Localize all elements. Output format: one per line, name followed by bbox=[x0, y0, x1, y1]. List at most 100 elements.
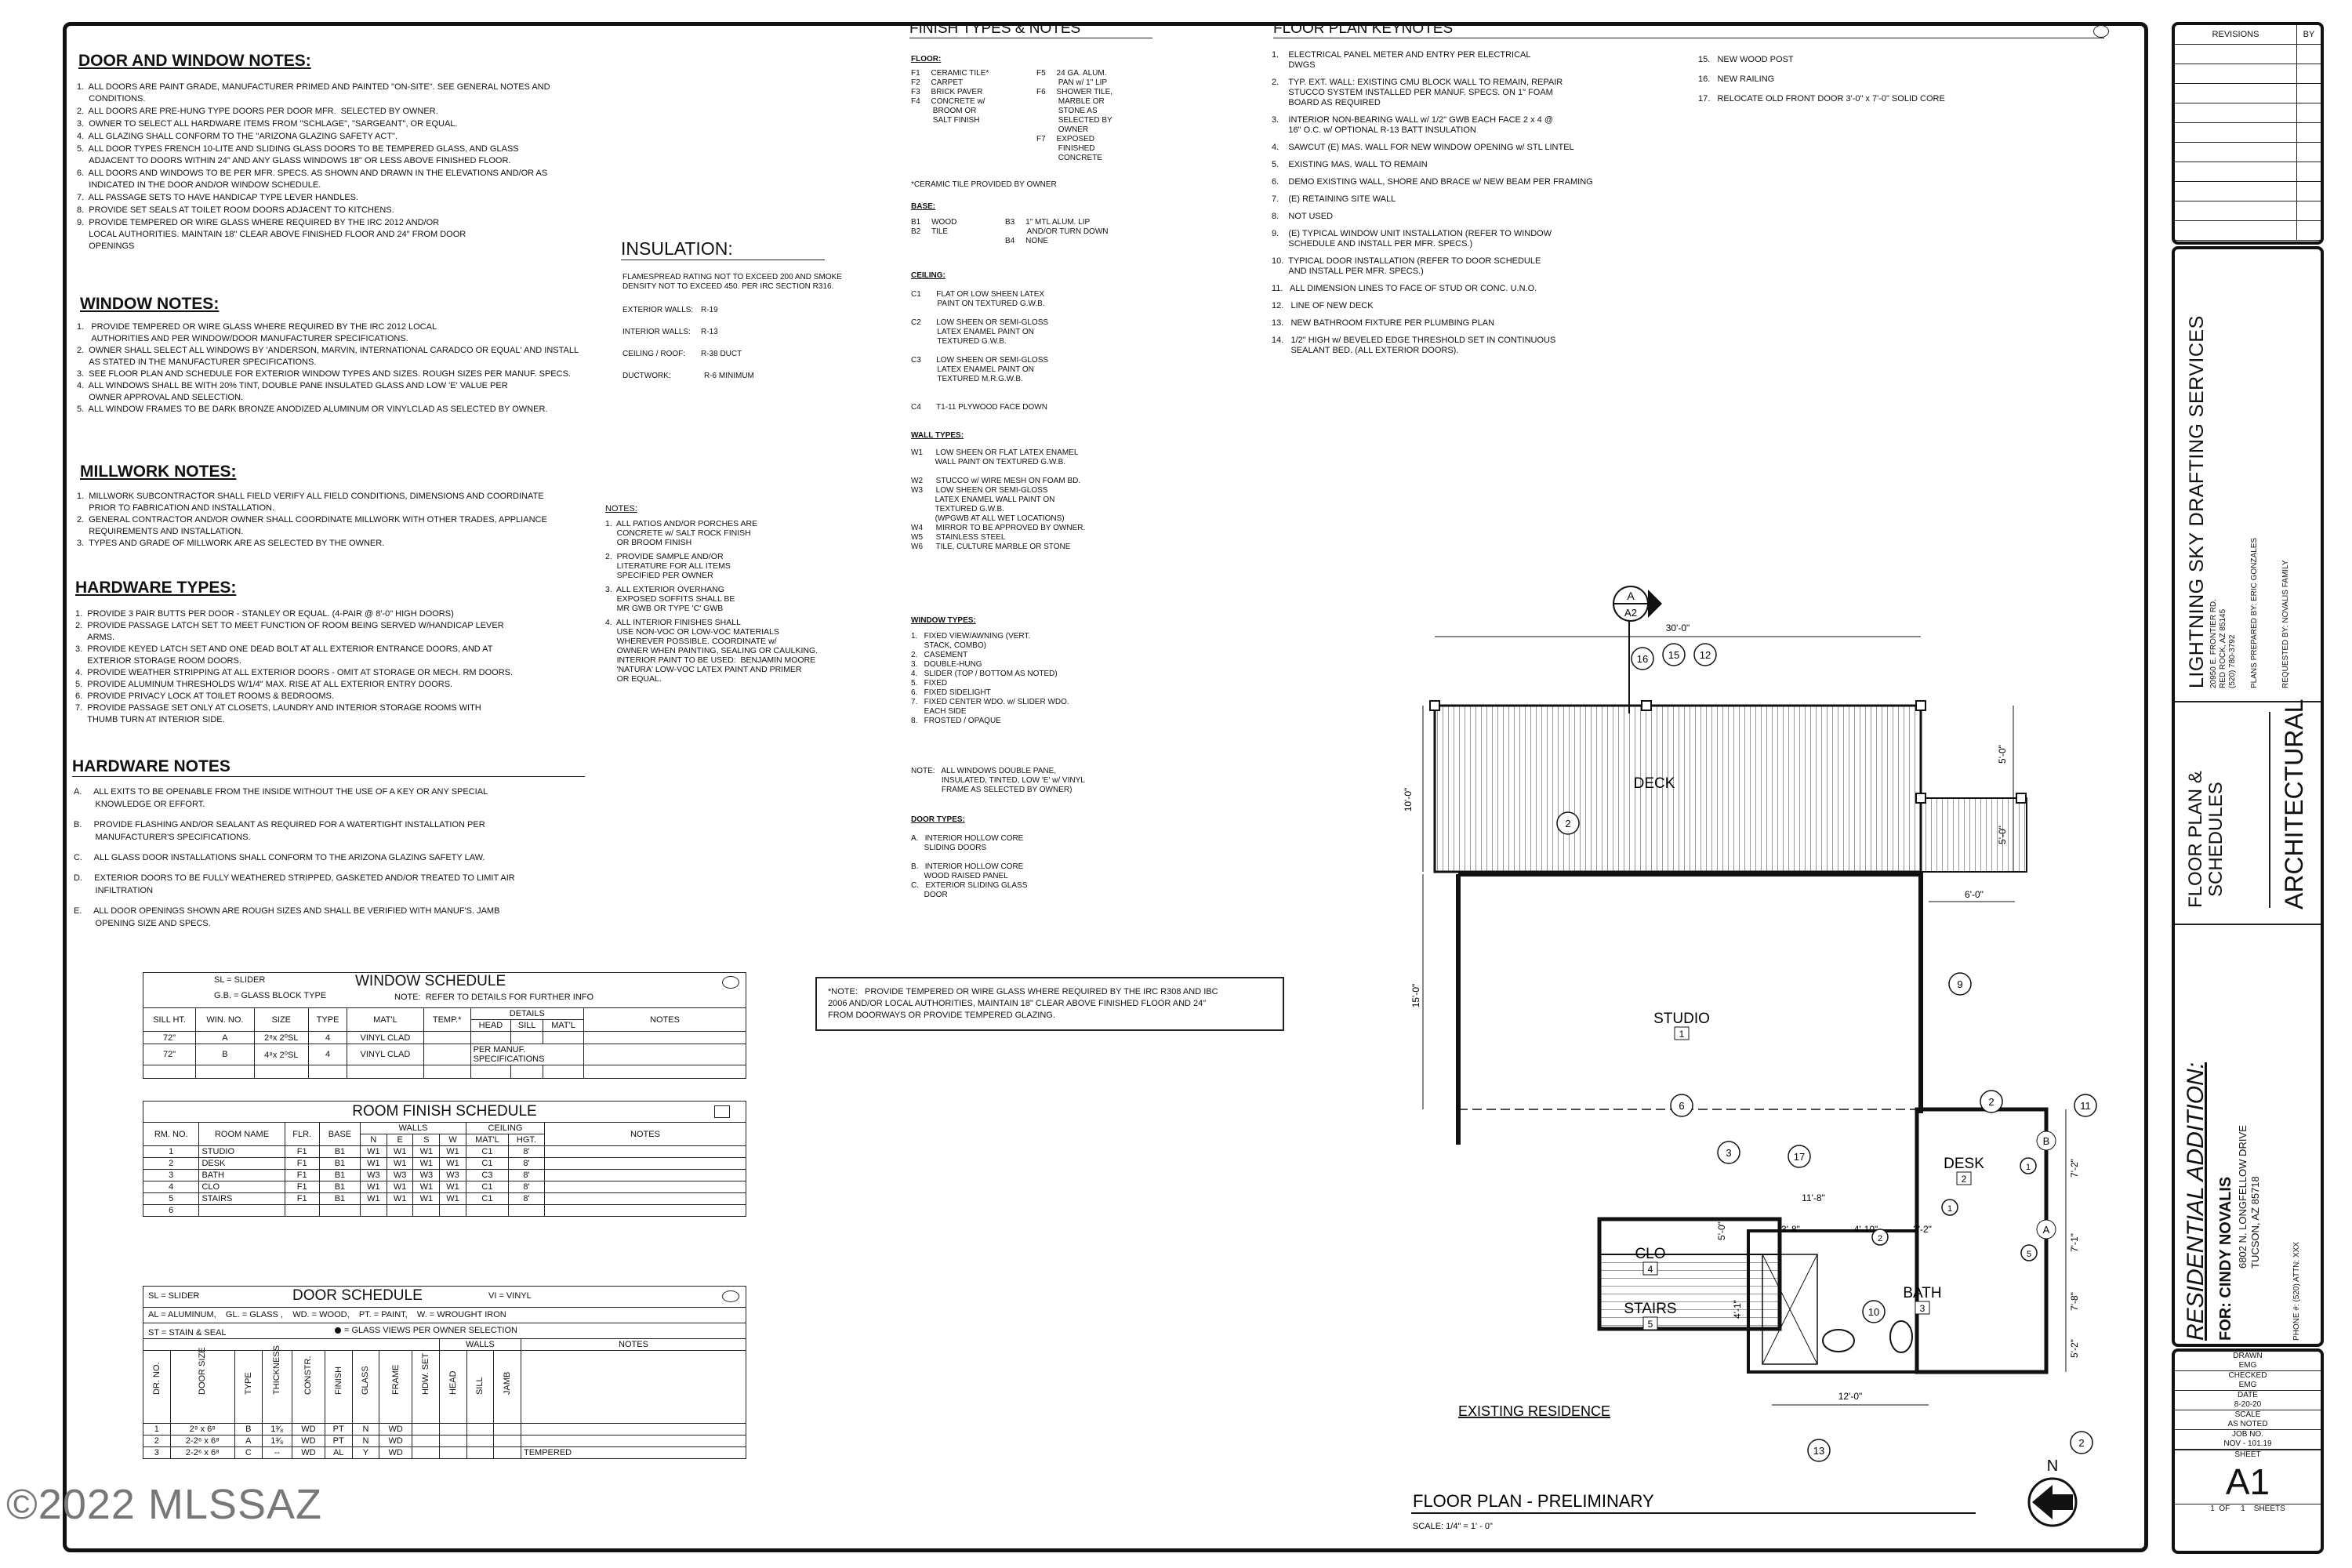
title-block: LIGHTNING SKY DRAFTING SERVICES 20950 E.… bbox=[2172, 246, 2324, 1347]
dimension-label: 4'-1" bbox=[1732, 1300, 1743, 1319]
section-marker: A A2 bbox=[1613, 586, 1662, 713]
rotated-header-label: CONSTR. bbox=[303, 1356, 314, 1396]
column-subheader: S bbox=[412, 1134, 441, 1146]
deck-post bbox=[1915, 700, 1926, 711]
info-value: NOV - 101.19 bbox=[2223, 1439, 2272, 1448]
ceiling-types: C1 FLAT OR LOW SHEEN LATEX PAINT ON TEXT… bbox=[911, 290, 1049, 412]
table-cell: W3 bbox=[360, 1169, 387, 1181]
column-subheader: SILL bbox=[510, 1019, 544, 1032]
deck-post bbox=[2016, 793, 2027, 804]
table-cell bbox=[544, 1181, 746, 1193]
dimension-label: 3'-8" bbox=[1781, 1224, 1800, 1235]
deck-extension bbox=[1920, 797, 2027, 873]
window-types-note: NOTE: ALL WINDOWS DOUBLE PANE, INSULATED… bbox=[911, 767, 1085, 794]
table-cell bbox=[521, 1423, 746, 1436]
table-cell: W1 bbox=[360, 1181, 387, 1193]
column-header: THICKNESS bbox=[261, 1345, 292, 1424]
table-cell bbox=[544, 1145, 746, 1158]
keynote-bubble bbox=[1556, 811, 1580, 835]
info-label: DRAWN bbox=[2233, 1352, 2263, 1360]
info-value: 8-20-20 bbox=[2234, 1400, 2262, 1409]
table-cell bbox=[318, 1204, 361, 1217]
room-finish-box-icon bbox=[714, 1105, 730, 1118]
door-legend-row3: ST = STAIN & SEAL = GLASS VIEWS PER OWNE… bbox=[143, 1323, 746, 1338]
column-header: MAT'L bbox=[347, 1007, 424, 1032]
table-cell: 4⁸x 2⁰SL bbox=[253, 1044, 309, 1065]
base-types-right: B3 1" MTL ALUM. LIP AND/OR TURN DOWN B4 … bbox=[1005, 218, 1109, 245]
door-types-title: DOOR TYPES: bbox=[911, 815, 965, 824]
insulation-title: INSULATION: bbox=[621, 238, 733, 259]
column-header: ROOM NAME bbox=[198, 1122, 285, 1146]
table-cell bbox=[412, 1204, 441, 1217]
keynote-bubble bbox=[1788, 1145, 1811, 1168]
table-cell bbox=[284, 1204, 320, 1217]
table-cell bbox=[544, 1169, 746, 1181]
table-cell: W1 bbox=[439, 1192, 466, 1205]
door-window-note: 1. ALL DOORS ARE PAINT GRADE, MANUFACTUR… bbox=[77, 82, 550, 103]
base-types-title: BASE: bbox=[911, 202, 936, 211]
revision-row bbox=[2175, 201, 2321, 221]
column-header: HEAD bbox=[438, 1350, 467, 1424]
dimension-label: 4'-10" bbox=[1854, 1224, 1878, 1235]
keynote-number: 6 bbox=[1679, 1100, 1684, 1112]
rotated-header-label: THICKNESS bbox=[272, 1345, 282, 1395]
table-cell: W1 bbox=[386, 1181, 414, 1193]
table-cell bbox=[423, 1031, 471, 1044]
hardware-note: E. ALL DOOR OPENINGS SHOWN ARE ROUGH SIZ… bbox=[74, 906, 500, 928]
insulation-row: EXTERIOR WALLS:R-19 bbox=[622, 306, 718, 314]
studio-exterior-wall bbox=[1456, 872, 1923, 1145]
rotated-header-label: FRAME bbox=[390, 1364, 401, 1396]
keynote-bubble bbox=[1948, 972, 1972, 996]
table-cell: C3 bbox=[465, 1169, 509, 1181]
table-cell: 72" bbox=[142, 1031, 197, 1044]
rotated-header-label: JAMB bbox=[503, 1371, 513, 1395]
door-window-note: 3. OWNER TO SELECT ALL HARDWARE ITEMS FR… bbox=[77, 119, 458, 129]
table-cell: C bbox=[234, 1446, 263, 1459]
window-legend-slider: SL = SLIDER bbox=[214, 975, 266, 985]
north-arrow-icon: N bbox=[2027, 1457, 2078, 1527]
keynote-bubble bbox=[2020, 1244, 2038, 1261]
table-cell: STAIRS bbox=[198, 1192, 285, 1205]
table-cell: 2⁸x 2⁰SL bbox=[253, 1031, 309, 1044]
table-cell bbox=[510, 1065, 544, 1079]
keynotes-list-left: 1. ELECTRICAL PANEL METER AND ENTRY PER … bbox=[1272, 50, 1711, 363]
table-cell bbox=[412, 1446, 440, 1459]
window-note: 1. PROVIDE TEMPERED OR WIRE GLASS WHERE … bbox=[77, 322, 437, 343]
table-cell bbox=[466, 1423, 495, 1436]
dimension-label: 5'-0" bbox=[1997, 745, 2008, 764]
keynote-bubble bbox=[1670, 1094, 1693, 1117]
window-note: 2. OWNER SHALL SELECT ALL WINDOWS BY 'AN… bbox=[77, 346, 579, 367]
table-cell: 3 bbox=[142, 1169, 200, 1181]
door-schedule-bubble-icon bbox=[722, 1290, 739, 1302]
sheet-number: A1 bbox=[2225, 1461, 2270, 1502]
millwork-notes-title: MILLWORK NOTES: bbox=[80, 463, 237, 481]
column-header: NOTES bbox=[544, 1122, 746, 1146]
room-number-box bbox=[1674, 1026, 1690, 1040]
keynote-number: 9 bbox=[1957, 978, 1962, 990]
table-cell bbox=[493, 1435, 521, 1447]
column-subheader: N bbox=[360, 1134, 387, 1146]
table-cell: 8' bbox=[507, 1192, 546, 1205]
company-address-2: RED ROCK, AZ 85145 bbox=[2219, 608, 2227, 688]
sheet-title: FLOOR PLAN & SCHEDULES bbox=[2185, 771, 2227, 908]
info-row: JOB NO.NOV - 101.19 bbox=[2175, 1430, 2321, 1450]
column-header: DOOR SIZE bbox=[169, 1347, 235, 1424]
door-window-note: 6. ALL DOORS AND WINDOWS TO BE PER MFR. … bbox=[77, 169, 548, 190]
revision-row bbox=[2175, 84, 2321, 103]
keynote-number: 1 bbox=[2026, 1163, 2031, 1172]
dimension-label: 6'-0" bbox=[1965, 889, 1984, 900]
column-header: HDW. SET bbox=[412, 1350, 440, 1424]
info-label: JOB NO. bbox=[2231, 1430, 2263, 1439]
table-cell: 2⁸ x 6⁸ bbox=[169, 1423, 235, 1436]
table-cell bbox=[543, 1031, 584, 1044]
